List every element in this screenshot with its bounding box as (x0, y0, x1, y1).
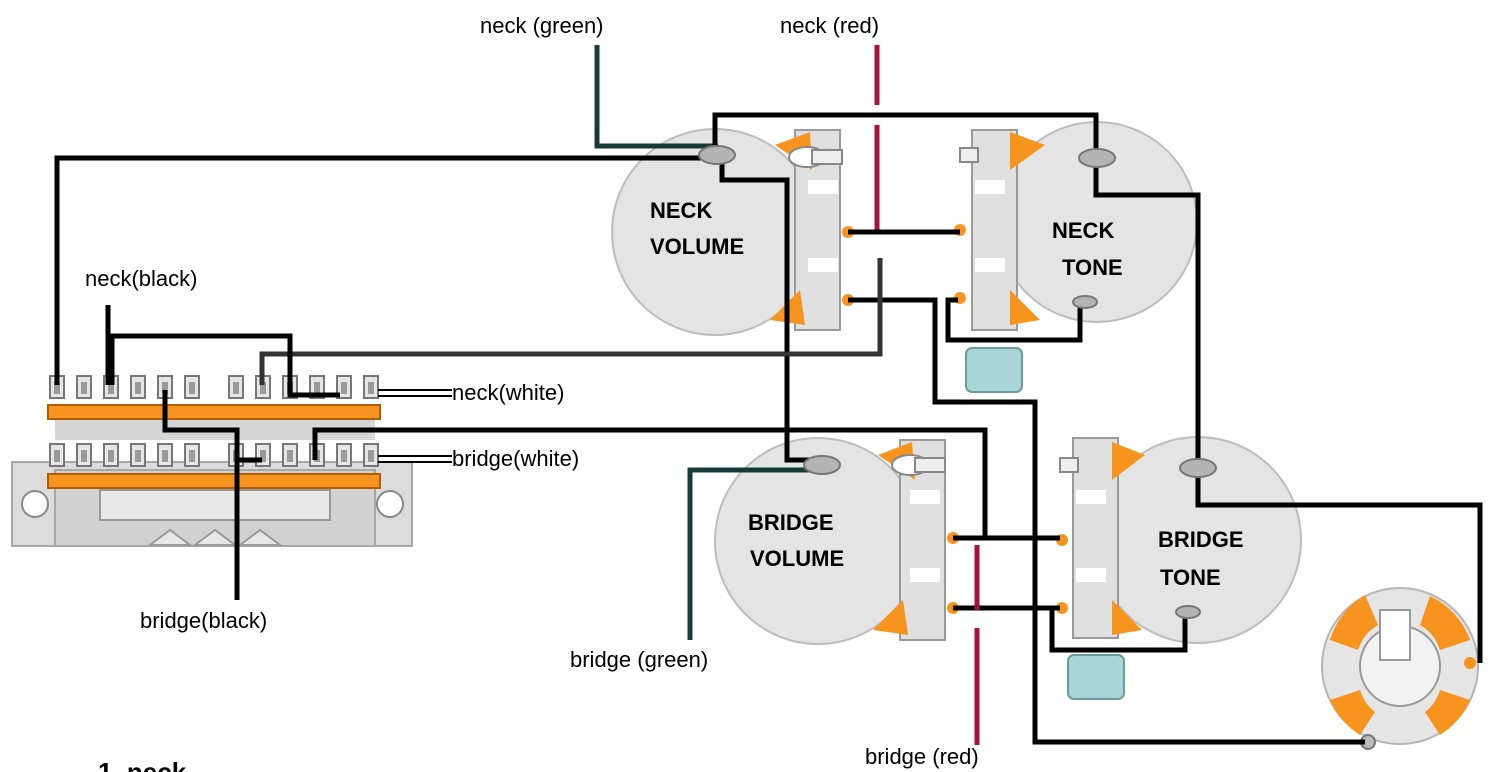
switch-lug-slot (260, 450, 266, 462)
switch-lug-slot (314, 382, 320, 394)
switch-lug-slot (260, 382, 266, 394)
wires (54, 45, 1483, 745)
label-neck-green: neck (green) (480, 13, 604, 38)
neck-tone-pot (954, 121, 1198, 331)
label-neck-black: neck(black) (85, 266, 197, 291)
label-bridge-green: bridge (green) (570, 647, 708, 672)
neck-volume-label-2: VOLUME (650, 234, 744, 259)
switch-lug-slot (81, 450, 87, 462)
bridge-tone-label-2: TONE (1160, 565, 1221, 590)
switch-lug-slot (368, 450, 374, 462)
switch-lug-slot (54, 382, 60, 394)
switch-icon (11, 375, 413, 547)
switch-lug-slot (108, 382, 114, 394)
label-bridge-white: bridge(white) (452, 446, 579, 471)
switch-lug-slot (189, 382, 195, 394)
switch-lug-slot (341, 382, 347, 394)
label-neck-red: neck (red) (780, 13, 879, 38)
switch-lug-slot (287, 450, 293, 462)
output-jack-icon (1321, 587, 1479, 750)
switch-lug-slot (368, 382, 374, 394)
neck-tone-solder (1072, 295, 1098, 309)
switch-lug-slot (108, 450, 114, 462)
switch-lug-slot (135, 450, 141, 462)
label-neck-white: neck(white) (452, 380, 564, 405)
switch-lug-slot (81, 382, 87, 394)
label-bridge-black: bridge(black) (140, 608, 267, 633)
neck-tone-capacitor-icon (965, 347, 1023, 393)
switch-lug-slot (162, 382, 168, 394)
neck-tone-label-2: TONE (1062, 255, 1123, 280)
bridge-tone-shaft (1179, 458, 1217, 478)
neck-tone-label-1: NECK (1052, 218, 1114, 243)
switch-lug-slot (54, 450, 60, 462)
bridge-volume-pot (714, 437, 959, 645)
bridge-tone-solder (1175, 605, 1201, 619)
switch-lug-slot (135, 382, 141, 394)
bridge-tone-label-1: BRIDGE (1158, 527, 1244, 552)
neck-volume-label-1: NECK (650, 198, 712, 223)
switch-lug-slot (189, 450, 195, 462)
bridge-volume-label-2: VOLUME (750, 546, 844, 571)
neck-tone-shaft (1078, 148, 1116, 168)
label-bridge-red: bridge (red) (865, 744, 979, 769)
caption: 1. neck (98, 757, 187, 772)
neck-volume-shaft (698, 145, 736, 165)
bridge-volume-shaft (803, 455, 841, 475)
bridge-tone-capacitor-icon (1067, 654, 1125, 700)
bridge-volume-label-1: BRIDGE (748, 510, 834, 535)
switch-lug-slot (162, 450, 168, 462)
switch-lug-slot (341, 450, 347, 462)
bridge-tone-pot (1056, 436, 1302, 644)
switch-lug-slot (233, 382, 239, 394)
